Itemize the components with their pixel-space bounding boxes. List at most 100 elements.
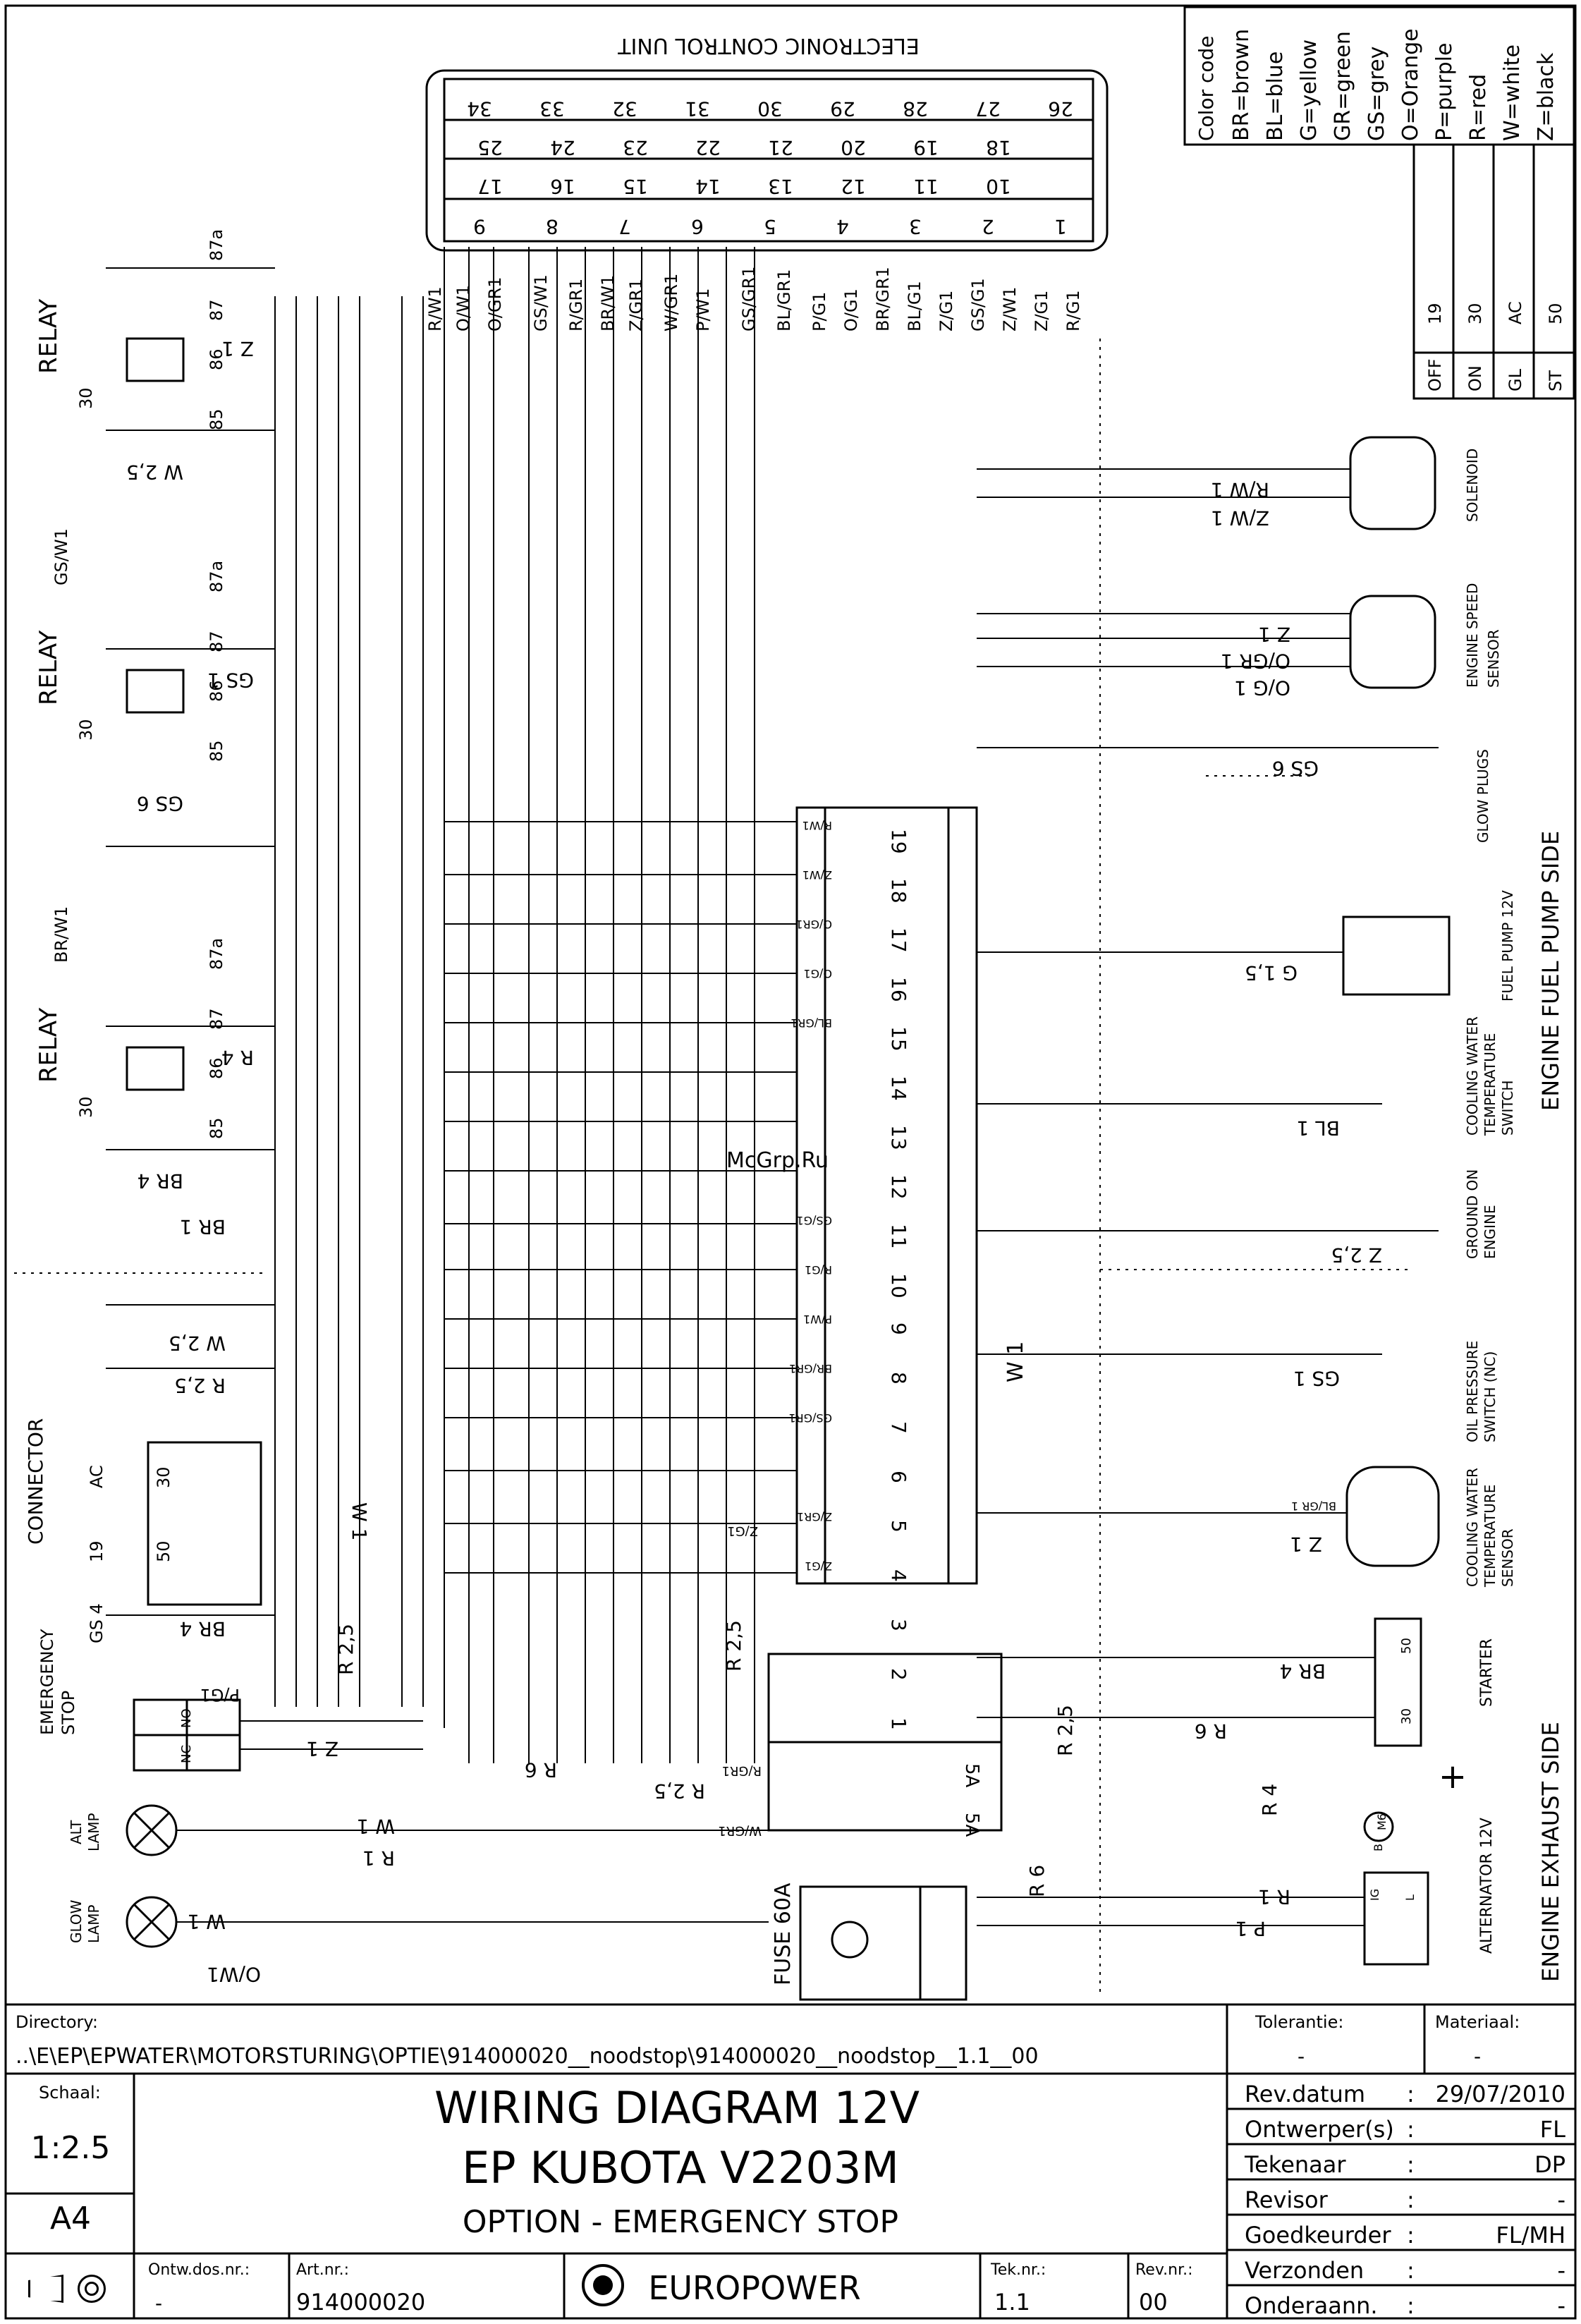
relay-pin-87a: 87a — [207, 561, 226, 592]
fuel-pump-wire: G 1,5 — [1245, 961, 1298, 985]
field-label: Verzonden — [1245, 2257, 1364, 2284]
terminal-number: 13 — [887, 1125, 910, 1150]
terminal-number: 3 — [887, 1619, 910, 1631]
terminal-strip — [795, 806, 978, 1585]
ecu-pin: 17 — [477, 175, 503, 198]
ecu-pin: 30 — [757, 97, 783, 121]
terminal-extra: R 2,5 — [1054, 1705, 1077, 1756]
title-line-1: WIRING DIAGRAM 12V — [434, 2082, 920, 2134]
speed-sensor-symbol — [1349, 595, 1436, 689]
ground-wire: Z 2,5 — [1331, 1243, 1382, 1267]
relay2-coil — [126, 669, 185, 714]
speed-sensor-wire: Z 1 — [1258, 623, 1290, 646]
europower-logo-icon — [582, 2264, 624, 2306]
emergency-wire: R 2,5 — [334, 1624, 358, 1675]
color-code-item: GS=grey — [1365, 47, 1389, 141]
alternator-label: ALTERNATOR 12V — [1478, 1818, 1496, 1954]
alt-lamp-wire: W 1 — [357, 1815, 395, 1838]
ecu-pin: 19 — [913, 136, 939, 159]
ecu-pin: 21 — [768, 136, 793, 159]
solenoid-label: SOLENOID — [1464, 449, 1481, 522]
alt-lamp-label: LAMP — [85, 1813, 102, 1851]
fuse-main-label: FUSE 60A — [771, 1882, 795, 1985]
starter-plus: + — [1439, 1757, 1467, 1796]
terminal-number: 14 — [887, 1076, 910, 1101]
terminal-number: 7 — [887, 1421, 910, 1434]
emergency-wire: R 6 — [525, 1758, 557, 1782]
relay-label: RELAY — [35, 299, 63, 374]
speed-sensor-label: SENSOR — [1485, 629, 1502, 688]
emergency-stop-label: EMERGENCY — [37, 1629, 57, 1735]
color-code-item: BL=blue — [1263, 51, 1288, 141]
temp-sensor-wire: Z 1 — [1290, 1533, 1322, 1556]
solenoid-wire: Z/W 1 — [1211, 506, 1269, 530]
ecu-wire-label: Z/G1 — [936, 291, 956, 331]
format-value: A4 — [50, 2201, 91, 2237]
relay-wire-c: BR 1 — [180, 1215, 226, 1239]
terminal-wire-label: Z/GR1 — [797, 1510, 832, 1523]
field-label: Rev.datum — [1245, 2081, 1365, 2107]
connector-wire: W 1 — [348, 1502, 371, 1540]
title-line-2: EP KUBOTA V2203M — [462, 2142, 899, 2194]
terminal-fuse: 5A — [961, 1763, 982, 1788]
glow-lamp-wire: O/W1 — [207, 1963, 261, 1986]
field-value: FL/MH — [1496, 2222, 1565, 2249]
relay-label: RELAY — [35, 1008, 63, 1083]
ecu-wire-label: O/GR1 — [485, 276, 505, 331]
relay-pin-86: 86 — [207, 348, 226, 370]
relay-pin-86: 86 — [207, 1057, 226, 1079]
tolerantie-label: Tolerantie: — [1255, 2012, 1343, 2032]
connector-pin: 30 — [154, 1466, 173, 1488]
switch-row: ST — [1546, 370, 1565, 391]
terminal-number: 16 — [887, 977, 910, 1002]
relay-wire-a: GS 1 — [207, 669, 254, 692]
terminal-number: 10 — [887, 1273, 910, 1298]
tolerantie-value: - — [1298, 2045, 1305, 2068]
ecu-wire-label: GS/GR1 — [739, 267, 759, 331]
temp-sensor-label: COOLING WATER — [1464, 1468, 1481, 1587]
side-label-exhaust: ENGINE EXHAUST SIDE — [1537, 1722, 1564, 1982]
terminal-wire-label: O/G1 — [803, 967, 832, 980]
speed-sensor-wire: O/G 1 — [1234, 676, 1290, 700]
relay-wire-in: BR/W1 — [51, 906, 71, 963]
field-sep: : — [1407, 2222, 1415, 2249]
ecu-pin: 1 — [1054, 215, 1067, 238]
relay-label: RELAY — [35, 631, 63, 705]
color-code-item: GR=green — [1331, 31, 1355, 141]
alternator-terminal: B — [1372, 1844, 1385, 1851]
ecu-pin: 9 — [473, 215, 486, 238]
terminal-number: 5 — [887, 1520, 910, 1533]
terminal-wire-label: O/GR1 — [795, 918, 832, 931]
relay-pin-87a: 87a — [207, 229, 226, 261]
color-code-item: G=yellow — [1297, 39, 1321, 141]
side-label-fuel-pump: ENGINE FUEL PUMP SIDE — [1537, 831, 1564, 1111]
temp-switch-label: TEMPERATURE — [1482, 1033, 1498, 1136]
alt-lamp-wire: R 1 — [362, 1847, 395, 1870]
temp-sensor-wire: BL/GR 1 — [1291, 1499, 1336, 1513]
terminal-fuse: 5A — [961, 1813, 982, 1837]
ecu-pin: 3 — [909, 215, 922, 238]
terminal-wire-label: GS/G1 — [796, 1214, 832, 1227]
watermark: McGrp.Ru — [726, 1148, 829, 1173]
field-sep: : — [1407, 2081, 1415, 2107]
art-value: 914000020 — [296, 2289, 425, 2316]
terminal-bus-label: W 1 — [1003, 1342, 1028, 1382]
connector-wire: GS 4 — [87, 1603, 106, 1643]
terminal-wire-label: R/W1 — [802, 819, 832, 832]
starter-symbol — [1374, 1617, 1422, 1747]
relay-pin-30: 30 — [76, 1096, 96, 1118]
ecu-wire-label: P/G1 — [810, 292, 829, 331]
terminal-number: 19 — [887, 829, 910, 854]
field-value: 29/07/2010 — [1436, 2081, 1565, 2107]
starter-label: STARTER — [1478, 1638, 1496, 1707]
relay-wire-a: Z 1 — [221, 337, 254, 360]
alternator-wire: P 1 — [1235, 1917, 1266, 1940]
terminal-fuse-wire: W/GR1 — [718, 1823, 762, 1838]
terminal-number: 1 — [887, 1717, 910, 1730]
field-sep: : — [1407, 2116, 1415, 2143]
rev-label: Rev.nr.: — [1135, 2261, 1193, 2279]
ecu-pin: 27 — [975, 97, 1001, 121]
color-code-item: W=white — [1500, 44, 1525, 141]
